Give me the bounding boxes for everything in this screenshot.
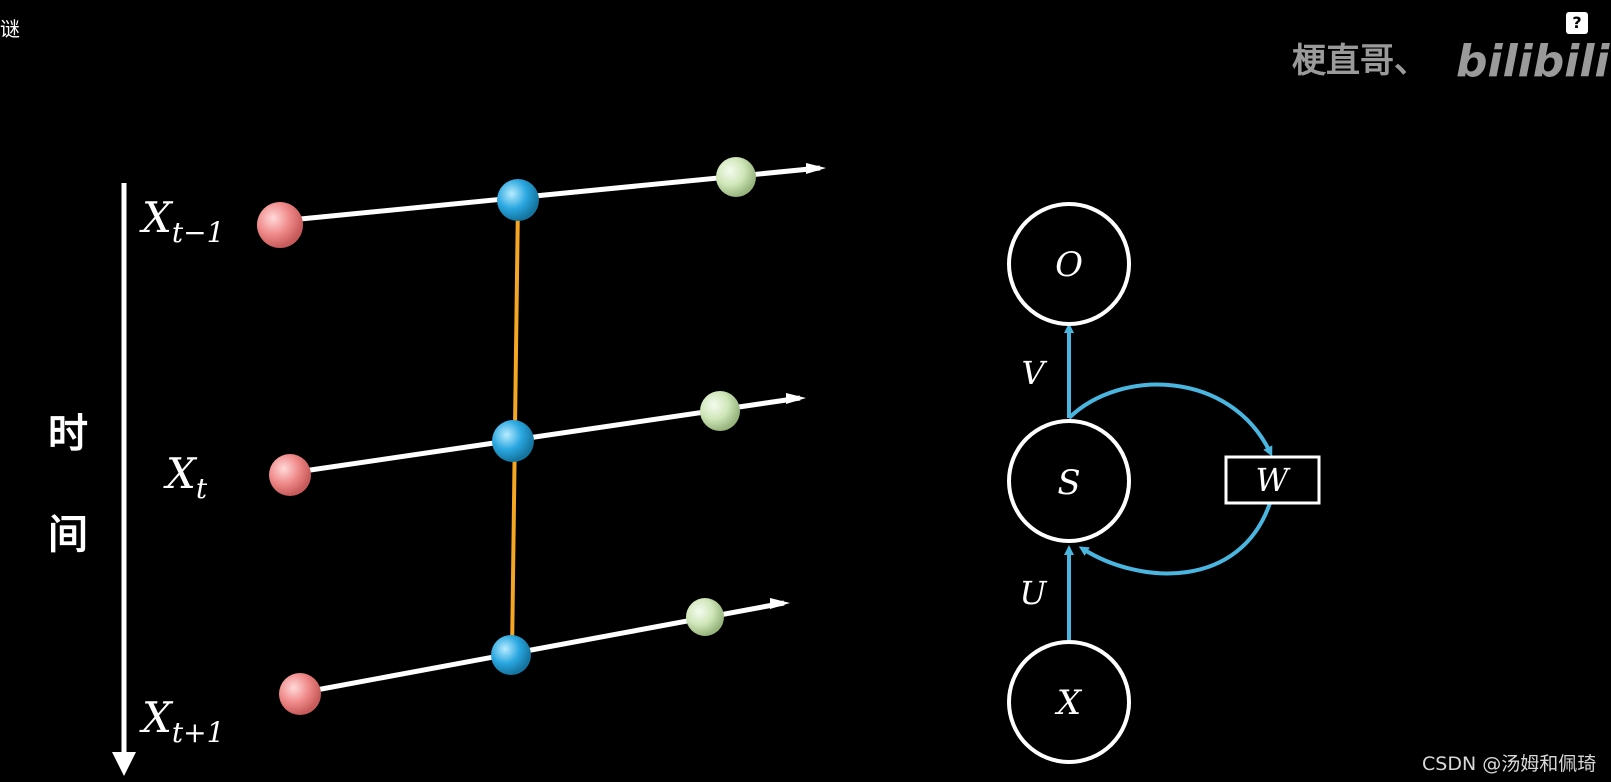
rnn-output-label: O — [1055, 245, 1083, 285]
watermark-author: 梗直哥、 — [1292, 41, 1428, 81]
input-node-t-minus-1 — [257, 202, 303, 248]
row-arrowhead-t-plus-1 — [770, 598, 790, 609]
hidden-node-t-plus-1 — [491, 635, 531, 675]
rnn-input-label: X — [1054, 683, 1083, 723]
input-node-t — [269, 454, 311, 496]
row-label-t: Xt — [163, 449, 208, 505]
time-label-top: 时 — [48, 411, 88, 457]
input-node-t-plus-1 — [279, 673, 321, 715]
help-button[interactable]: ? — [1566, 12, 1588, 34]
output-node-t-plus-1 — [686, 598, 724, 636]
u-weight-label: U — [1020, 574, 1048, 612]
time-axis-arrowhead — [112, 752, 136, 776]
output-node-t-minus-1 — [716, 157, 756, 197]
watermark-brand: bilibili — [1456, 36, 1610, 87]
hidden-node-t-minus-1 — [497, 179, 539, 221]
output-node-t — [700, 391, 740, 431]
row-arrowhead-t-minus-1 — [806, 163, 826, 174]
footer-credit: CSDN @汤姆和佩琦 — [1422, 753, 1596, 775]
row-label-t-plus-1: Xt+1 — [139, 693, 224, 749]
row-label-t-minus-1: Xt−1 — [139, 193, 224, 249]
time-label-bottom: 间 — [48, 512, 88, 558]
corner-text: 谜 — [0, 17, 20, 41]
rnn-state-label: S — [1057, 463, 1080, 503]
w-weight-label: W — [1256, 461, 1292, 499]
v-weight-label: V — [1021, 354, 1047, 392]
hidden-node-t — [492, 420, 534, 462]
row-arrowhead-t — [786, 393, 806, 404]
